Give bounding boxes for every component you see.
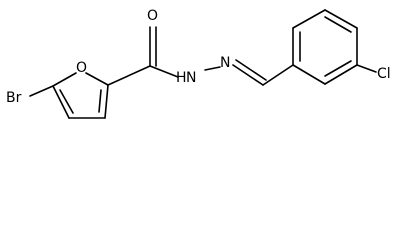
furan-ring bbox=[29, 72, 109, 119]
bond-c5-o1 bbox=[52, 72, 77, 87]
bond-c5-c4-inner bbox=[59, 89, 74, 114]
bond-ring-5-inner bbox=[324, 60, 352, 77]
bond-ring-3 bbox=[324, 9, 358, 29]
atom-label-n-amide: N bbox=[186, 70, 196, 86]
bond-br-c5 bbox=[29, 85, 54, 97]
bond-ring-2 bbox=[292, 9, 326, 29]
bond-ring-5 bbox=[324, 64, 358, 85]
atom-label-h-amide: H bbox=[176, 70, 187, 86]
bond-n-ch-second bbox=[235, 59, 267, 81]
atom-label-cl: Cl bbox=[377, 66, 391, 82]
atom-label-o-ring: O bbox=[76, 60, 87, 76]
bond-ring-cl bbox=[356, 64, 377, 73]
atom-label-n-imine: N bbox=[220, 55, 230, 71]
bond-o1-c2 bbox=[85, 72, 109, 86]
bond-c5-c4 bbox=[52, 85, 70, 119]
chemical-structure: Br O O N H N Cl bbox=[6, 8, 391, 119]
hydrazide-linker bbox=[107, 26, 294, 86]
bond-n-ch bbox=[232, 64, 264, 86]
bond-ring-3-inner bbox=[324, 16, 352, 33]
chlorophenyl-ring bbox=[292, 9, 377, 85]
bond-c3-c2-inner bbox=[98, 89, 102, 113]
bond-ring-6 bbox=[292, 64, 326, 85]
bond-c2-carbonyl bbox=[107, 65, 151, 86]
bond-c3-c2 bbox=[104, 84, 109, 119]
bond-ch-ring bbox=[262, 64, 294, 86]
bond-carbonyl-n bbox=[149, 65, 179, 78]
atom-label-br: Br bbox=[6, 90, 22, 106]
atom-label-o-carbonyl: O bbox=[147, 8, 158, 24]
bond-n-n bbox=[204, 66, 221, 71]
